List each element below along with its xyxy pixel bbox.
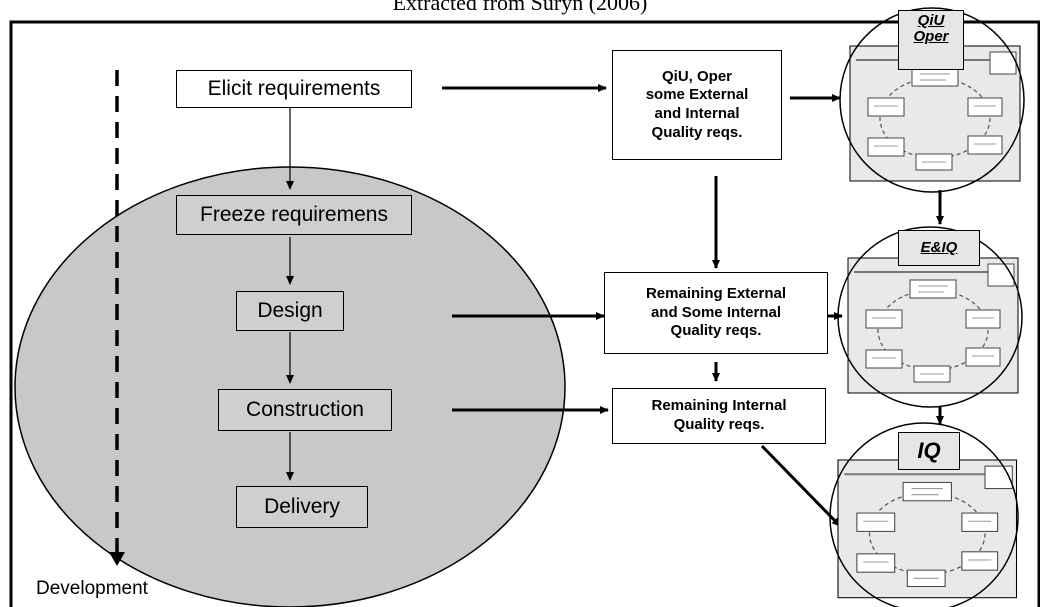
quality-cycle-1-label: QiU Oper (898, 10, 964, 70)
development-axis-arrowhead (109, 552, 125, 566)
freeze-requirements-box: Freeze requiremens (176, 195, 412, 235)
quality-cycle-2-circle (837, 226, 1023, 408)
design-box: Design (236, 291, 344, 331)
requirements-box-3: Remaining Internal Quality reqs. (612, 388, 826, 444)
quality-cycle-2-thumbnail (847, 257, 1019, 394)
outer-frame (9, 20, 1040, 607)
elicit-requirements-box: Elicit requirements (176, 70, 412, 108)
construction-box: Construction (218, 389, 392, 431)
source-caption: Extracted from Suryn (2006) (392, 0, 648, 15)
quality-cycle-1-circle (839, 7, 1025, 193)
quality-cycle-2-label: E&IQ (898, 230, 980, 266)
requirements-box-1: QiU, Oper some External and Internal Qua… (612, 50, 782, 160)
delivery-box: Delivery (236, 486, 368, 528)
quality-cycle-3-thumbnail (836, 458, 1018, 599)
development-axis-label: Development (36, 578, 148, 599)
quality-cycle-3-circle (829, 422, 1019, 607)
requirements-box-2: Remaining External and Some Internal Qua… (604, 272, 828, 354)
quality-cycle-3-label: IQ (898, 432, 960, 470)
arrow-req3-to-cycle3 (760, 444, 842, 528)
